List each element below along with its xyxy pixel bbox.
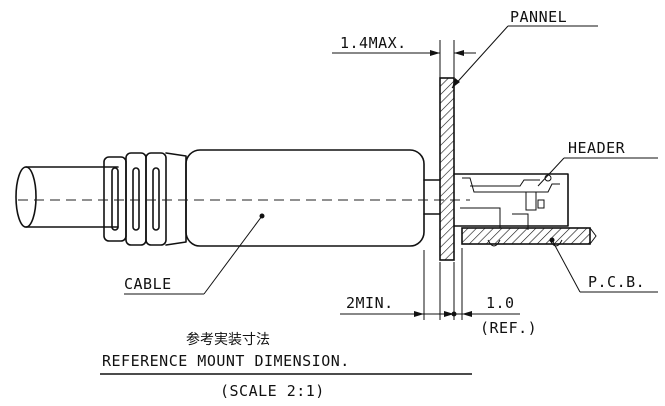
caption-title: REFERENCE MOUNT DIMENSION.	[102, 352, 350, 370]
header-leader	[537, 157, 658, 187]
thickness-dimension	[332, 40, 476, 80]
plug-housing	[185, 149, 425, 247]
min-clearance-label: 2MIN.	[346, 294, 394, 312]
ref-value-label: 1.0	[486, 294, 515, 312]
clearance-dimension	[340, 248, 520, 320]
ref-note-label: (REF.)	[480, 319, 537, 337]
caption-scale: (SCALE 2:1)	[220, 382, 325, 400]
strain-relief	[103, 152, 187, 246]
caption-japanese: 参考実装寸法	[186, 331, 270, 348]
pannel-leader	[451, 25, 598, 89]
pcb-section	[461, 227, 591, 245]
pcb-label: P.C.B.	[588, 273, 645, 291]
max-thickness-label: 1.4MAX.	[340, 34, 407, 52]
cable-body	[15, 166, 119, 228]
cable-label: CABLE	[124, 275, 172, 293]
panel-section	[439, 77, 455, 261]
pcb-leader	[549, 237, 658, 293]
header-label: HEADER	[568, 139, 626, 157]
cable-leader	[124, 215, 263, 295]
pannel-label: PANNEL	[510, 8, 567, 26]
